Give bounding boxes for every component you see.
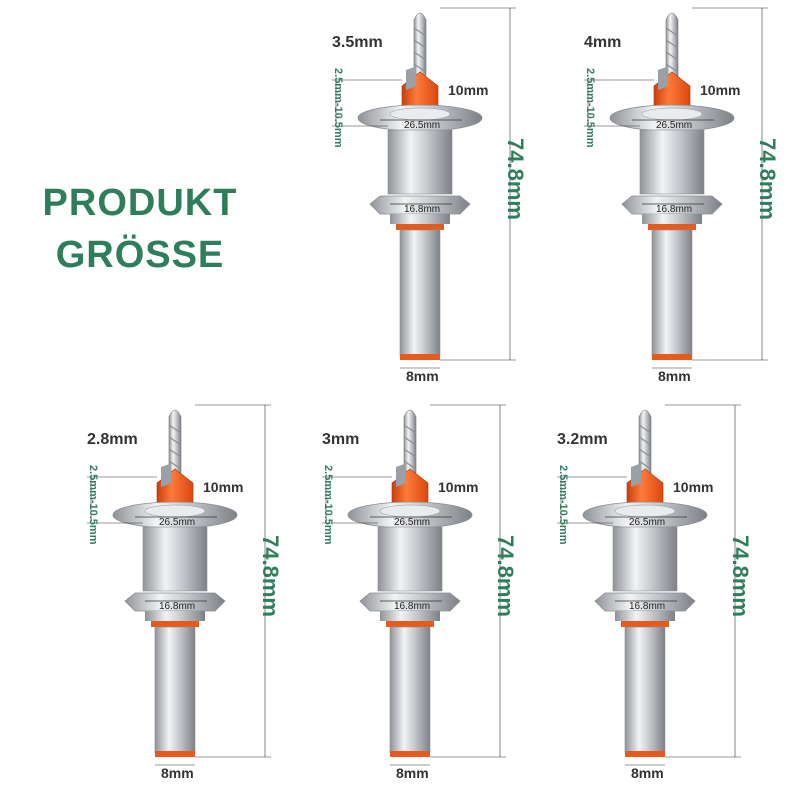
depth-range-label: 2.5mm-10.5mm — [322, 465, 334, 545]
hex-nut — [124, 592, 226, 612]
body-cylinder — [142, 526, 208, 592]
shank — [624, 626, 666, 754]
drill-bit — [413, 12, 427, 79]
drill-diameter-label: 3.5mm — [332, 34, 383, 51]
nut-diameter-label: 16.8mm — [629, 601, 666, 612]
collar-diameter-label: 26.5mm — [404, 120, 441, 131]
hex-nut — [594, 592, 696, 612]
shank-diameter-label: 8mm — [631, 765, 664, 781]
cutter-diameter-label: 10mm — [203, 479, 244, 495]
drill-bit — [168, 409, 182, 476]
router-bit-1: 3.5mm 10mm 26.5mm 16.8mm 8mm 2.5mm-10.5mm 74.8… — [332, 7, 528, 384]
total-length-label: 74.8mm — [503, 138, 528, 220]
router-bit-4: 3mm 10mm 26.5mm 16.8mm 8mm 2.5mm-10.5mm 74.8mm — [322, 404, 518, 781]
body-cylinder — [612, 526, 678, 592]
shank-diameter-label: 8mm — [406, 368, 439, 384]
shank — [154, 626, 196, 754]
nut-diameter-label: 16.8mm — [656, 204, 693, 215]
bit-drawing — [584, 7, 768, 369]
collar-diameter-label: 26.5mm — [159, 517, 196, 528]
hex-nut — [369, 195, 471, 215]
shank-diameter-label: 8mm — [658, 368, 691, 384]
bit-drawing — [557, 404, 741, 766]
cutter-diameter-label: 10mm — [448, 82, 489, 98]
shank — [399, 229, 441, 357]
depth-range-label: 2.5mm-10.5mm — [584, 68, 596, 148]
collar-diameter-label: 26.5mm — [656, 120, 693, 131]
bit-drawing — [332, 7, 516, 369]
title-line-1: PRODUKT — [42, 182, 238, 224]
collar-diameter-label: 26.5mm — [394, 517, 431, 528]
router-bit-2: 4mm 10mm 26.5mm 16.8mm 8mm 2.5mm-10.5mm 74.8mm — [584, 7, 780, 384]
collar-diameter-label: 26.5mm — [629, 517, 666, 528]
depth-range-label: 2.5mm-10.5mm — [332, 68, 344, 148]
drill-bit — [403, 409, 417, 476]
nut-diameter-label: 16.8mm — [159, 601, 196, 612]
drill-bit — [665, 12, 679, 79]
drill-diameter-label: 2.8mm — [87, 431, 138, 448]
title-line-2: GRÖSSE — [55, 234, 225, 276]
total-length-label: 74.8mm — [493, 535, 518, 617]
total-length-label: 74.8mm — [755, 138, 780, 220]
nut-diameter-label: 16.8mm — [394, 601, 431, 612]
drill-bit — [638, 409, 652, 476]
shank-diameter-label: 8mm — [161, 765, 194, 781]
cutter-diameter-label: 10mm — [438, 479, 479, 495]
bit-drawing — [87, 404, 271, 766]
cutter-diameter-label: 10mm — [673, 479, 714, 495]
bit-drawing — [322, 404, 506, 766]
drill-diameter-label: 3.2mm — [557, 431, 608, 448]
shank-diameter-label: 8mm — [396, 765, 429, 781]
hex-nut — [359, 592, 461, 612]
nut-diameter-label: 16.8mm — [404, 204, 441, 215]
depth-range-label: 2.5mm-10.5mm — [87, 465, 99, 545]
body-cylinder — [377, 526, 443, 592]
router-bit-5: 3.2mm 10mm 26.5mm 16.8mm 8mm 2.5mm-10.5mm 74.8… — [557, 404, 753, 781]
body-cylinder — [387, 129, 453, 195]
shank — [651, 229, 693, 357]
depth-range-label: 2.5mm-10.5mm — [557, 465, 569, 545]
total-length-label: 74.8mm — [258, 535, 283, 617]
body-cylinder — [639, 129, 705, 195]
drill-diameter-label: 4mm — [584, 34, 622, 51]
cutter-diameter-label: 10mm — [700, 82, 741, 98]
router-bit-3: 2.8mm 10mm 26.5mm 16.8mm 8mm 2.5mm-10.5mm 74.8… — [87, 404, 283, 781]
shank — [389, 626, 431, 754]
drill-diameter-label: 3mm — [322, 431, 360, 448]
total-length-label: 74.8mm — [728, 535, 753, 617]
hex-nut — [621, 195, 723, 215]
